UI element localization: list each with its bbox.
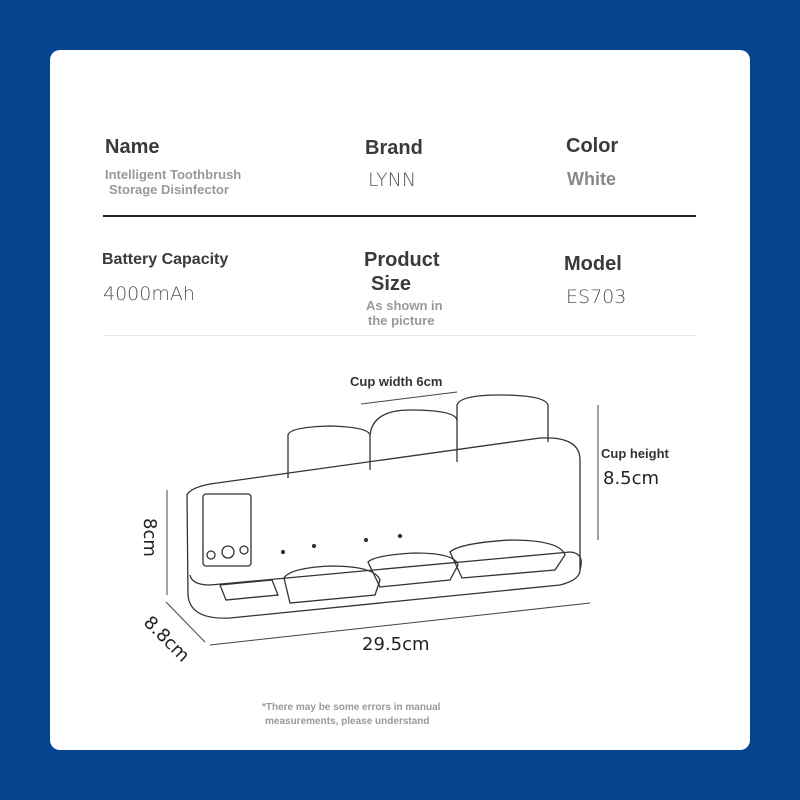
name-value-2: Storage Disinfector: [109, 182, 229, 197]
indicator-dot: [363, 537, 369, 543]
footnote-2: measurements, please understand: [265, 716, 430, 727]
size-value-2: the picture: [368, 313, 435, 328]
indicator-dot: [280, 549, 286, 555]
size-value-1: As shown in: [366, 298, 443, 313]
cup-middle: [369, 409, 458, 462]
length-label: 29.5cm: [362, 634, 430, 655]
product-drawing: [165, 391, 599, 646]
indicator-dot: [311, 543, 317, 549]
body: [186, 437, 581, 619]
slot-1: [219, 579, 279, 601]
cup-left: [287, 425, 371, 478]
size-label-1: Product: [364, 249, 440, 271]
divider-light: [103, 335, 696, 336]
cup-width-arrow: [360, 391, 458, 405]
brand-label: Brand: [365, 137, 423, 159]
cup-height-label: Cup height: [601, 446, 669, 461]
footnote-1: *There may be some errors in manual: [262, 702, 441, 713]
slot-3: [367, 552, 459, 588]
battery-value: 4000mAh: [103, 283, 195, 305]
height-label: 8cm: [139, 518, 160, 557]
display-panel: [202, 493, 252, 567]
divider: [103, 215, 696, 217]
cup-width-label: Cup width 6cm: [350, 374, 443, 389]
spec-card: Name Intelligent Toothbrush Storage Disi…: [50, 50, 750, 750]
button-icon: [206, 550, 216, 560]
cup-height-value: 8.5cm: [603, 468, 660, 489]
name-value-1: Intelligent Toothbrush: [105, 167, 242, 182]
name-label: Name: [105, 136, 160, 158]
depth-arrow: [165, 601, 206, 643]
color-value: White: [567, 169, 616, 189]
base-front: [189, 551, 582, 586]
cup-right: [456, 394, 549, 442]
battery-label: Battery Capacity: [102, 251, 229, 268]
button-icon: [239, 545, 249, 555]
slot-2: [283, 565, 381, 604]
button-icon: [221, 545, 235, 559]
model-label: Model: [564, 253, 622, 275]
indicator-dot: [397, 533, 403, 539]
brand-value: LYNN: [368, 169, 417, 191]
color-label: Color: [566, 135, 619, 157]
size-label-2: Size: [371, 273, 412, 295]
slot-4: [449, 539, 566, 579]
length-arrow: [209, 602, 591, 646]
model-value: ES703: [566, 286, 627, 308]
